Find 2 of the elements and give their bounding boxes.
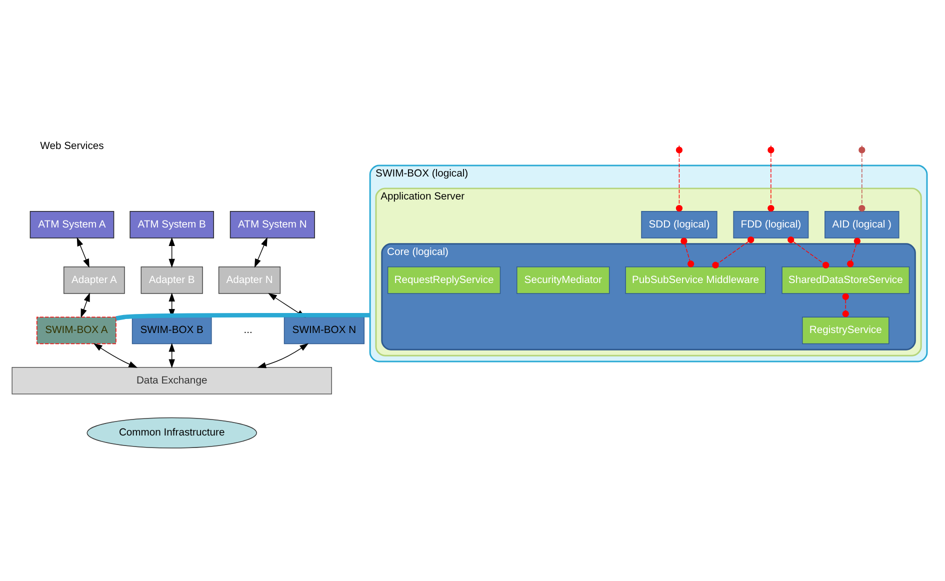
label: ... [244, 325, 252, 336]
label: Web Services [40, 141, 104, 152]
